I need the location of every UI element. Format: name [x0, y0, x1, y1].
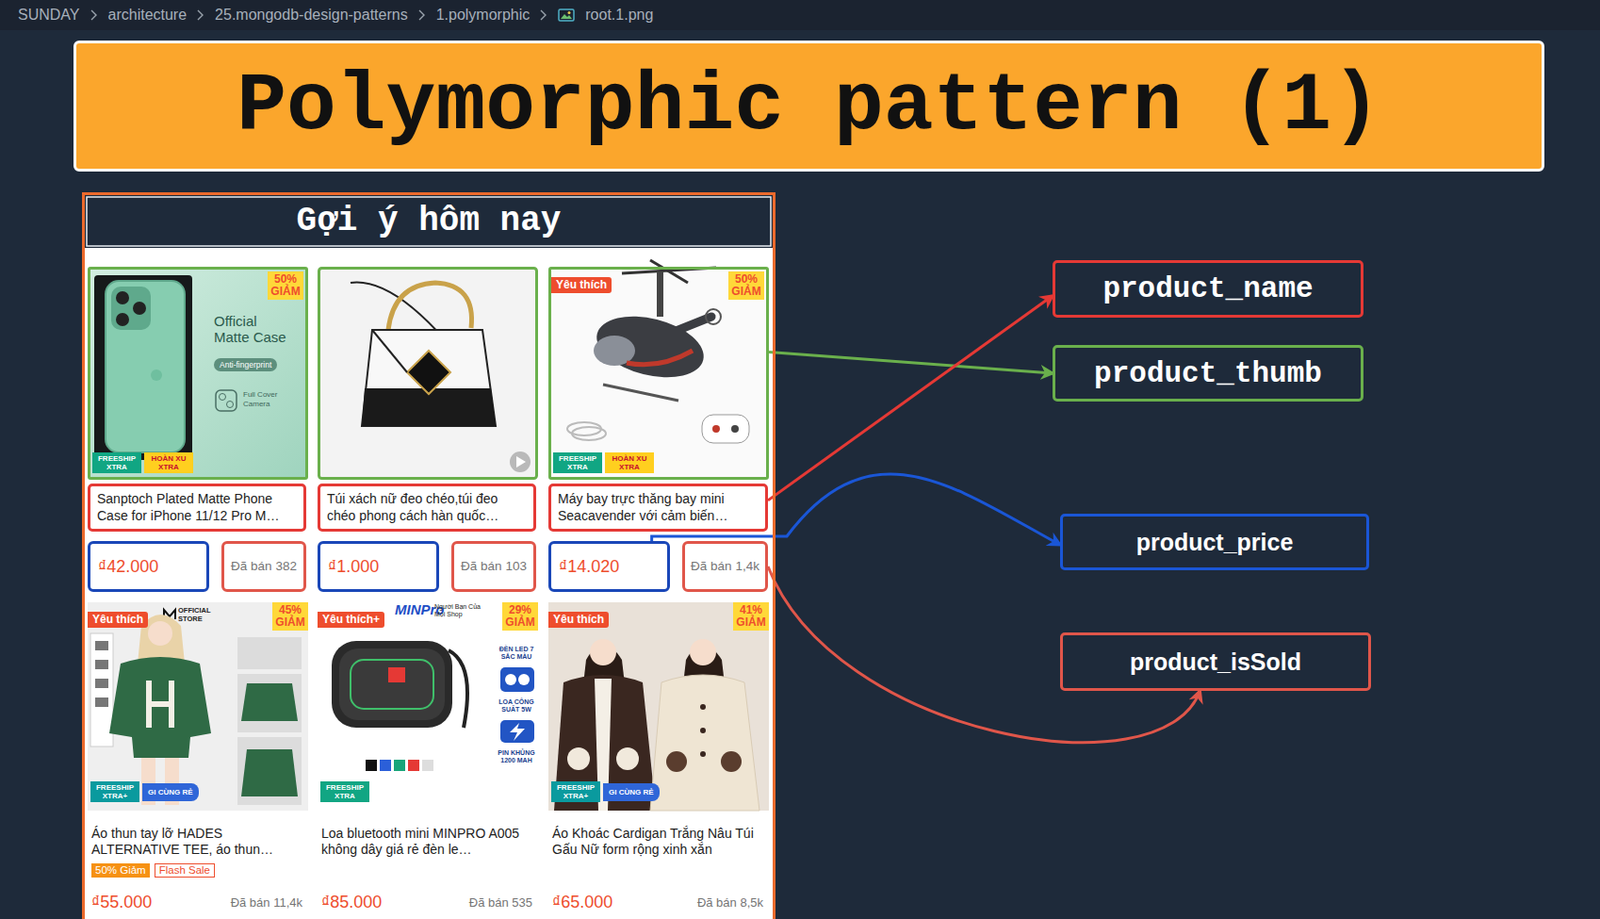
- sold-count: Đã bán 103: [460, 559, 527, 573]
- badge: FREESHIP XTRA: [553, 452, 603, 474]
- title-text: Polymorphic pattern (1): [236, 65, 1382, 148]
- field-name: product_name: [1102, 274, 1313, 304]
- product-sold-box: Đã bán 103: [451, 540, 537, 592]
- breadcrumb-item: 1.polymorphic: [436, 7, 531, 23]
- badge: HOÀN XU XTRA: [144, 452, 194, 474]
- card-price: ₫55.000: [91, 893, 152, 911]
- card-body: Áo thun tay lỡ HADES ALTERNATIVE TEE, áo…: [91, 825, 305, 878]
- card-price-row: ₫85.000 Đã bán 535: [321, 890, 533, 914]
- product-sold-box: Đã bán 1,4k: [682, 540, 768, 592]
- sold-count: Đã bán 1,4k: [690, 559, 760, 573]
- card-body: Áo Khoác Cardigan Trắng Nâu Túi Gấu Nữ f…: [552, 825, 766, 858]
- promo-tag: Flash Sale: [154, 863, 215, 879]
- product-name-box: Sanptoch Plated Matte Phone Case for iPh…: [87, 483, 307, 532]
- card-price: ₫85.000: [321, 893, 382, 911]
- badge: 45% GIẢM: [272, 602, 309, 631]
- card-body: Loa bluetooth mini MINPRO A005 không dây…: [321, 825, 535, 858]
- product-thumb-box: 50% GIẢM Official Matte CaseAnti-fingerpr…: [87, 266, 309, 480]
- badge: FREESHIP XTRA+: [551, 781, 601, 802]
- breadcrumb-slot: SUNDAY: [17, 7, 81, 23]
- promo-row: 50% GiảmFlash Sale: [91, 863, 305, 879]
- product-card: Yêu thích 41% GIẢM FREESHIP XTRA+GI CÙNG R…: [548, 602, 769, 919]
- breadcrumb-slot: architecture: [108, 7, 188, 23]
- feature-text: ĐÈN LED 7 SẮC MÀU: [494, 645, 539, 661]
- breadcrumb-slot: 25.mongodb-design-patterns: [214, 7, 409, 23]
- breadcrumb-item: 25.mongodb-design-patterns: [214, 7, 409, 23]
- product-name-box: Máy bay trực thăng bay mini Seacavender …: [548, 483, 768, 532]
- connector-arrow: [768, 351, 1053, 374]
- breadcrumb-slot: root.1.png: [585, 7, 654, 23]
- badge: Official Matte Case: [213, 312, 295, 346]
- card-sold: Đã bán 535: [469, 896, 533, 909]
- badge: Yêu thích+: [317, 611, 385, 628]
- breadcrumb-item: SUNDAY: [17, 7, 81, 23]
- feature-text: PIN KHỦNG 1200 MAH: [494, 749, 539, 765]
- badge: Yêu thích: [87, 611, 148, 628]
- connector-arrow: [767, 295, 1053, 501]
- card-name: Áo thun tay lỡ HADES ALTERNATIVE TEE, áo…: [91, 825, 305, 858]
- badge: 50% GIẢM: [267, 271, 304, 300]
- product-sold-box: Đã bán 382: [221, 540, 307, 592]
- product-card: Yêu thích OFFICIAL STORE 45% GIẢM FREESHIP …: [87, 602, 309, 919]
- field-box: product_name: [1052, 260, 1364, 318]
- badge: FREESHIP XTRA: [320, 781, 370, 802]
- breadcrumb-slot: 1.polymorphic: [436, 7, 531, 23]
- sold-count: Đã bán 382: [230, 559, 297, 573]
- breadcrumb: SUNDAY architecture 25.mongodb-design-pa…: [17, 0, 654, 31]
- badge: 50% GIẢM: [728, 271, 765, 300]
- title-banner: Polymorphic pattern (1): [73, 40, 1545, 172]
- chevron-icon: [539, 9, 548, 21]
- field-name: product_thumb: [1093, 359, 1323, 389]
- feature-text: LOA CÔNG SUẤT 5W: [494, 698, 539, 714]
- card-name: Áo Khoác Cardigan Trắng Nâu Túi Gấu Nữ f…: [552, 825, 766, 858]
- field-name: product_isSold: [1129, 650, 1302, 674]
- field-box: product_isSold: [1060, 632, 1372, 691]
- card-sold: Đã bán 11,4k: [230, 896, 303, 909]
- card-price-row: ₫65.000 Đã bán 8,5k: [552, 890, 764, 914]
- badge: Yêu thích: [548, 611, 609, 628]
- product-price: ₫42.000: [97, 557, 159, 575]
- badge: FREESHIP XTRA+: [90, 781, 140, 802]
- product-price-box: ₫1.000: [317, 540, 440, 592]
- card-price: ₫65.000: [552, 893, 613, 911]
- badge: OFFICIAL STORE: [178, 606, 218, 623]
- product-name-box: Túi xách nữ đeo chéo,túi đeo chéo phong …: [317, 483, 537, 532]
- promo-tag: 50% Giảm: [91, 863, 150, 879]
- field-box: product_thumb: [1052, 344, 1364, 402]
- card-price-row: ₫55.000 Đã bán 11,4k: [91, 890, 303, 914]
- product-thumb-box: Yêu thích 50% GIẢM FREESHIP XTRAHOÀN XU XT…: [548, 266, 769, 480]
- badge: 41% GIẢM: [733, 602, 769, 631]
- badge: 29% GIẢM: [502, 602, 539, 631]
- card-name: Loa bluetooth mini MINPRO A005 không dây…: [321, 825, 535, 858]
- product-price-box: ₫42.000: [87, 540, 210, 592]
- breadcrumb-item: root.1.png: [585, 7, 654, 23]
- product-name: Máy bay trực thăng bay mini Seacavender …: [557, 490, 759, 523]
- product-price-box: ₫14.020: [548, 540, 670, 592]
- breadcrumb-item: architecture: [108, 7, 188, 23]
- chevron-icon: [418, 9, 426, 21]
- badge: Anti-fingerprint: [213, 358, 278, 372]
- chevron-icon: [90, 9, 98, 21]
- product-price: ₫1.000: [327, 557, 379, 575]
- badge: GI CÙNG RẺ: [603, 783, 660, 801]
- product-name: Sanptoch Plated Matte Phone Case for iPh…: [97, 490, 297, 523]
- field-name: product_price: [1136, 530, 1294, 555]
- badge: HOÀN XU XTRA: [604, 452, 654, 474]
- badge: Yêu thích: [551, 277, 612, 294]
- chevron-icon: [196, 9, 205, 21]
- product-card: Yêu thích+MINProNgười Bạn Của Mọi Shop29…: [317, 602, 539, 919]
- badge: GI CÙNG RẺ: [142, 783, 199, 801]
- panel-heading: Gợi ý hôm nay: [84, 195, 773, 248]
- image-file-icon: [557, 8, 575, 22]
- field-box: product_price: [1060, 513, 1370, 571]
- badge: Người Bạn Của Mọi Shop: [434, 603, 491, 619]
- badge: Full Cover Camera: [243, 390, 293, 409]
- card-sold: Đã bán 8,5k: [697, 896, 764, 909]
- product-price: ₫14.020: [558, 557, 620, 575]
- badge: FREESHIP XTRA: [92, 452, 142, 474]
- panel-frame: Gợi ý hôm nay 50% GIẢM Official Matte Case…: [81, 192, 776, 919]
- product-name: Túi xách nữ đeo chéo,túi đeo chéo phong …: [326, 490, 527, 523]
